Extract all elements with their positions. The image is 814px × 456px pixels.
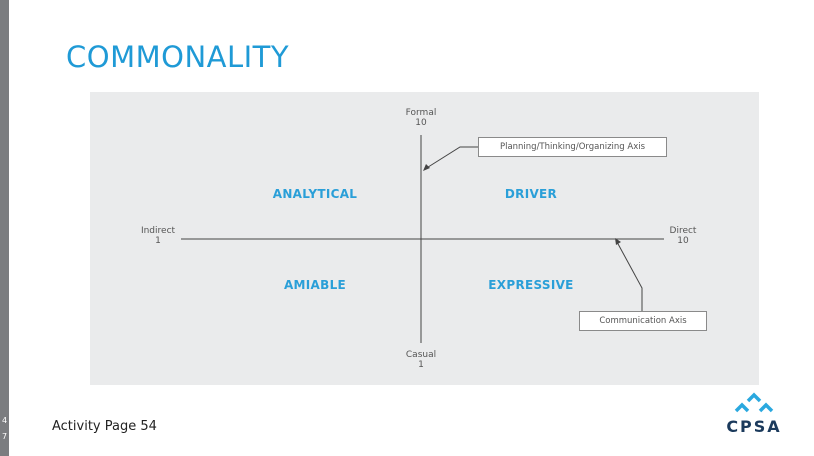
horizontal-callout-arrowhead <box>615 238 621 245</box>
formal-label: Formal 10 <box>391 108 451 128</box>
indirect-label: Indirect 1 <box>128 226 188 246</box>
slide-number-top: 4 <box>1 416 8 425</box>
logo-text: CPSA <box>726 417 782 436</box>
quadrant-driver: DRIVER <box>504 187 558 201</box>
casual-label-text: Casual <box>405 350 437 360</box>
slide-title: COMMONALITY <box>66 40 290 74</box>
cpsa-logo: CPSA <box>722 390 786 436</box>
quadrant-amiable: AMIABLE <box>283 278 347 292</box>
casual-label-value: 1 <box>418 360 424 370</box>
formal-label-value: 10 <box>415 118 427 128</box>
slide-number-bottom: 7 <box>1 432 8 441</box>
double-chevron-up-icon <box>734 392 774 413</box>
footer-activity-page: Activity Page 54 <box>52 419 157 434</box>
direct-label: Direct 10 <box>653 226 713 246</box>
quadrant-analytical: ANALYTICAL <box>272 187 358 201</box>
direct-label-text: Direct <box>669 226 697 236</box>
casual-label: Casual 1 <box>391 350 451 370</box>
indirect-label-text: Indirect <box>140 226 176 236</box>
direct-label-value: 10 <box>677 236 689 246</box>
indirect-label-value: 1 <box>155 236 161 246</box>
formal-label-text: Formal <box>405 108 437 118</box>
slide-side-bar: 4 7 <box>0 0 9 456</box>
quadrant-expressive: EXPRESSIVE <box>488 278 574 292</box>
callout-communication-axis: Communication Axis <box>579 311 707 331</box>
horizontal-callout-leader <box>616 241 643 311</box>
vertical-callout-leader <box>424 146 478 170</box>
callout-planning-axis: Planning/Thinking/Organizing Axis <box>478 137 667 157</box>
vertical-callout-arrowhead <box>423 164 430 171</box>
